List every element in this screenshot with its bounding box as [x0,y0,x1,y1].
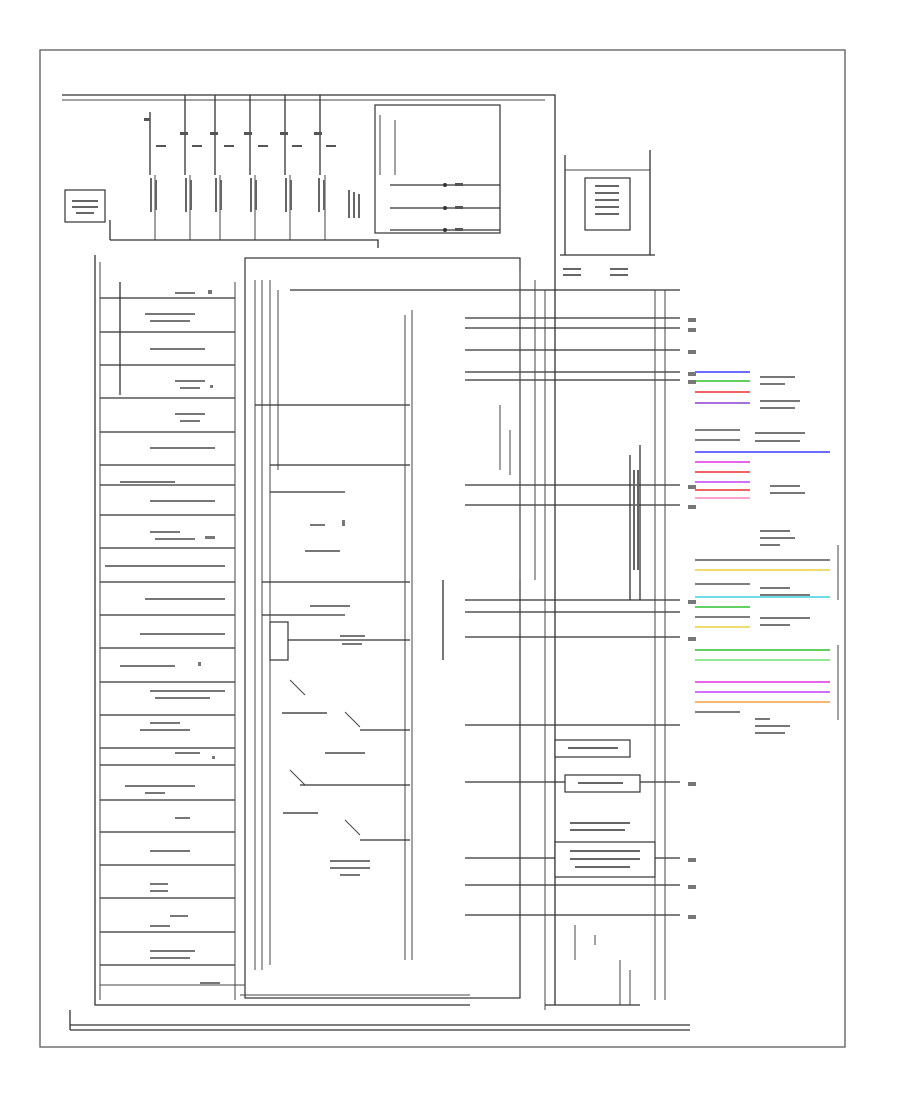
combination-meter-outline [69,255,690,1031]
meter-inner-label-marks [282,520,444,876]
bottom-features [240,925,640,1006]
top-sensor-columns [150,178,360,218]
top-right-relay [560,150,660,291]
indicator-rows [100,282,245,1000]
vertical-module [629,445,641,600]
top-switch-block [374,104,501,234]
meter-inner-circuits [254,280,413,970]
right-boxes [554,739,656,878]
diagram-frame [39,49,846,1048]
indicator-label-marks [105,290,225,984]
left-connector-box-text [72,200,98,214]
right-pin-label-marks [688,318,810,919]
top-fuse-ticks [144,118,336,147]
middle-bus-wires [290,270,680,1010]
colored-pin-wires [695,371,830,713]
